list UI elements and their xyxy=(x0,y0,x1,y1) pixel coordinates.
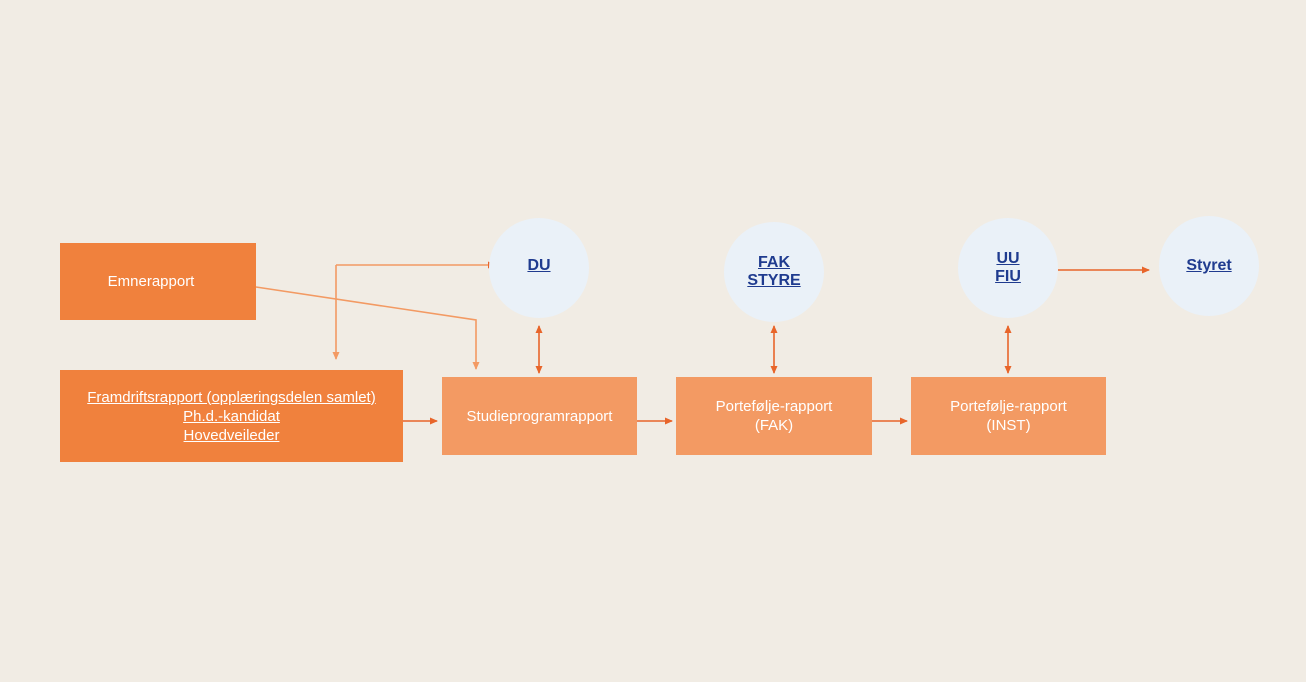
portefolje-inst-box: Portefølje-rapport (INST) xyxy=(911,377,1106,455)
uu-link[interactable]: UU xyxy=(996,250,1020,267)
framdriftsrapport-box: Framdriftsrapport (opplæringsdelen samle… xyxy=(60,370,403,462)
hovedveileder-link[interactable]: Hovedveileder xyxy=(183,426,280,444)
styret-circle: Styret xyxy=(1159,216,1259,316)
fiu-link[interactable]: FIU xyxy=(995,268,1021,285)
portefolje-inst-line2: (INST) xyxy=(986,417,1031,434)
emnerapport-label: Emnerapport xyxy=(107,273,195,290)
fak-styre-circle: FAK STYRE xyxy=(724,222,824,322)
portefolje-fak-box: Portefølje-rapport (FAK) xyxy=(676,377,872,455)
portefolje-inst-line1: Portefølje-rapport xyxy=(950,398,1067,415)
fak-link[interactable]: FAK xyxy=(758,254,790,271)
studieprogramrapport-label: Studieprogramrapport xyxy=(466,407,613,425)
portefolje-fak-line2: (FAK) xyxy=(754,417,794,434)
styret-link[interactable]: Styret xyxy=(1186,257,1232,274)
arrow-emnerapport-to-studieprogram xyxy=(255,286,480,370)
du-link[interactable]: DU xyxy=(527,257,551,274)
portefolje-fak-line1: Portefølje-rapport xyxy=(715,398,833,415)
du-circle: DU xyxy=(489,218,589,318)
framdriftsrapport-link[interactable]: Framdriftsrapport (opplæringsdelen samle… xyxy=(87,388,376,406)
studieprogramrapport-box: Studieprogramrapport xyxy=(442,377,637,455)
uu-fiu-circle: UU FIU xyxy=(958,218,1058,318)
phd-kandidat-link[interactable]: Ph.d.-kandidat xyxy=(183,407,280,425)
emnerapport-box: Emnerapport xyxy=(60,243,256,320)
styre-link[interactable]: STYRE xyxy=(747,272,801,289)
